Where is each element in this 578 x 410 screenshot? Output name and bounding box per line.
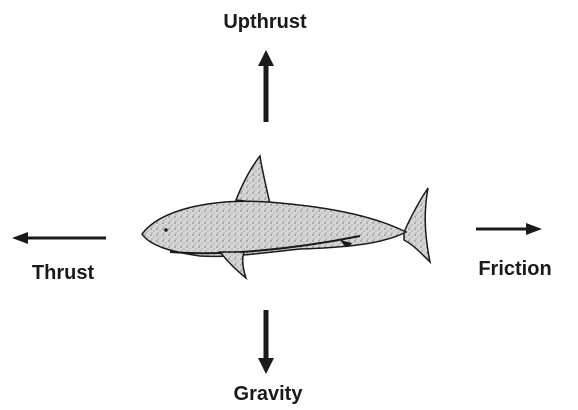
friction-label: Friction xyxy=(478,258,551,280)
thrust-arrow xyxy=(12,232,106,244)
thrust-label: Thrust xyxy=(32,262,95,284)
gravity-label: Gravity xyxy=(234,383,304,405)
upthrust-arrow xyxy=(258,50,274,122)
upthrust-label: Upthrust xyxy=(223,11,307,33)
friction-arrow xyxy=(476,223,542,235)
shark-icon xyxy=(142,156,430,278)
gravity-arrow xyxy=(258,310,274,374)
